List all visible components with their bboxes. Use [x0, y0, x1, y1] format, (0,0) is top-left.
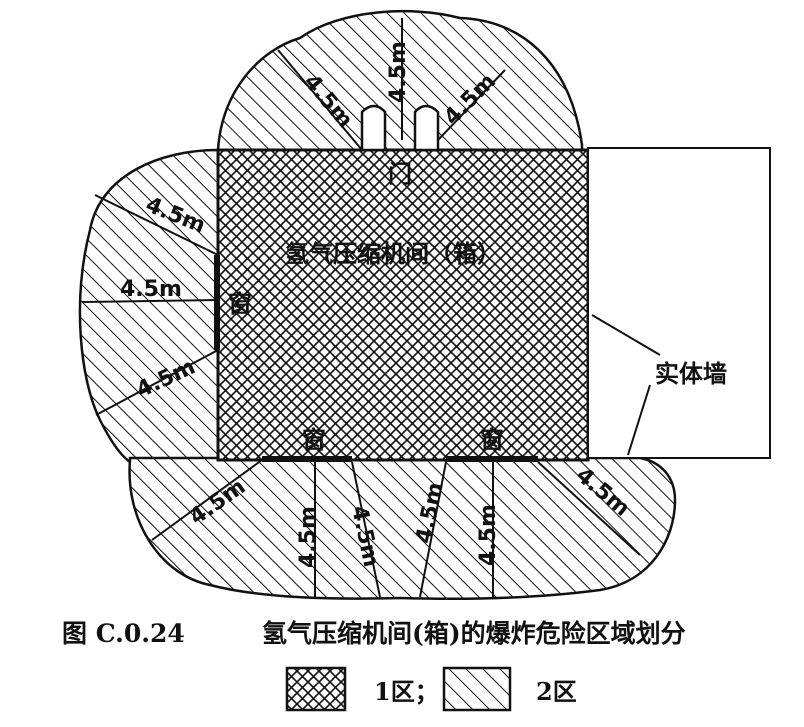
legend-zone2-swatch	[442, 666, 512, 712]
room-zone1	[216, 148, 590, 462]
door-label: 门	[388, 160, 412, 188]
zone2-region	[216, 9, 584, 152]
window-bottom-right-label: 窗	[480, 426, 504, 454]
door-opening-left	[360, 104, 387, 152]
window-bottom-right-mark	[446, 456, 538, 462]
window-bottom-left-label: 窗	[302, 426, 326, 454]
room-label: 氢气压缩机间（箱）	[285, 240, 501, 268]
figure-title: 氢气压缩机间(箱)的爆炸危险区域划分	[262, 619, 686, 648]
zone2-region-bottom	[128, 456, 677, 600]
zone2-region-left	[78, 148, 220, 464]
window-left-label: 窗	[228, 290, 252, 318]
solid-wall-label: 实体墙	[655, 360, 727, 388]
radius-label-left-mid: 4.5m	[120, 277, 182, 302]
legend-zone2-label: 2区	[536, 677, 577, 706]
solid-wall-box	[587, 147, 771, 459]
legend-zone1-swatch	[285, 666, 347, 712]
door-opening-right	[413, 104, 440, 152]
legend-zone1-label: 1区；	[374, 677, 439, 706]
window-bottom-left-mark	[262, 456, 352, 462]
window-left-mark	[214, 255, 220, 350]
radius-label-bottom-2: 4.5m	[296, 506, 321, 568]
radius-lines	[81, 18, 661, 598]
figure-number: 图 C.0.24	[62, 619, 185, 648]
radius-label-bottom-5: 4.5m	[476, 504, 501, 566]
radius-label-top-mid: 4.5m	[386, 41, 411, 103]
